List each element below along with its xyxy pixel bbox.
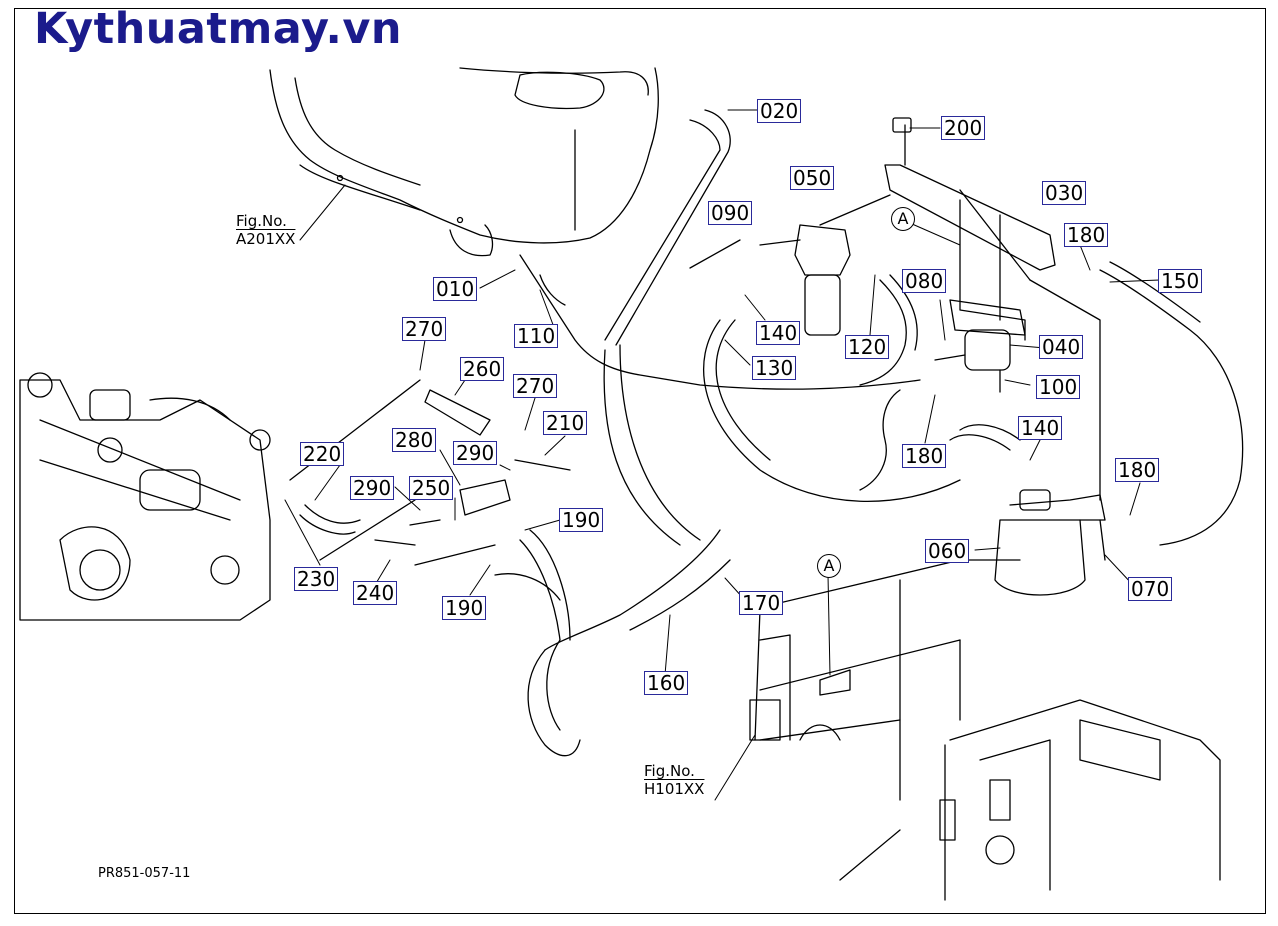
part-label-150[interactable]: 150 <box>1158 269 1203 293</box>
fuel-pump-drawing <box>934 329 1011 393</box>
site-watermark-brand: Kythuatmay.vn <box>34 4 403 54</box>
part-label-180-c[interactable]: 180 <box>1115 458 1160 482</box>
chassis-frame-drawing <box>749 559 1221 901</box>
part-label-060[interactable]: 060 <box>925 539 970 563</box>
part-label-160[interactable]: 160 <box>644 671 689 695</box>
part-label-220[interactable]: 220 <box>300 442 345 466</box>
part-label-250[interactable]: 250 <box>409 476 454 500</box>
part-label-130[interactable]: 130 <box>752 356 797 380</box>
reference-fuel-tank: Fig.No. A201XX <box>236 212 296 248</box>
fuel-hoses-drawing <box>494 109 1244 757</box>
fuel-tank-drawing <box>269 67 659 257</box>
part-label-070[interactable]: 070 <box>1128 577 1173 601</box>
part-label-170[interactable]: 170 <box>739 591 784 615</box>
part-label-290-b[interactable]: 290 <box>350 476 395 500</box>
oil-filter-drawing <box>994 489 1106 596</box>
part-label-280[interactable]: 280 <box>392 428 437 452</box>
part-label-140[interactable]: 140 <box>756 321 801 345</box>
view-marker-a-bottom: A <box>817 554 841 578</box>
part-label-080[interactable]: 080 <box>902 269 947 293</box>
part-label-180[interactable]: 180 <box>1064 223 1109 247</box>
part-label-270-b[interactable]: 270 <box>513 374 558 398</box>
part-label-120[interactable]: 120 <box>845 335 890 359</box>
leader-lines <box>284 109 1161 801</box>
part-label-090[interactable]: 090 <box>708 201 753 225</box>
part-label-260[interactable]: 260 <box>460 357 505 381</box>
part-label-230[interactable]: 230 <box>294 567 339 591</box>
part-label-040[interactable]: 040 <box>1039 335 1084 359</box>
drawing-code: PR851-057-11 <box>98 866 191 881</box>
part-label-010[interactable]: 010 <box>433 277 478 301</box>
part-label-180-b[interactable]: 180 <box>902 444 947 468</box>
part-label-050[interactable]: 050 <box>790 166 835 190</box>
part-label-210[interactable]: 210 <box>543 411 588 435</box>
hose-fittings-drawing <box>289 379 571 566</box>
part-label-020[interactable]: 020 <box>757 99 802 123</box>
part-label-200[interactable]: 200 <box>941 116 986 140</box>
part-label-110[interactable]: 110 <box>514 324 559 348</box>
reference-frame: Fig.No. H101XX <box>644 762 705 798</box>
part-label-270[interactable]: 270 <box>402 317 447 341</box>
part-label-240[interactable]: 240 <box>353 581 398 605</box>
drawing-frame <box>14 8 1266 914</box>
part-label-190-b[interactable]: 190 <box>442 596 487 620</box>
view-marker-a-top: A <box>891 207 915 231</box>
part-label-190[interactable]: 190 <box>559 508 604 532</box>
bracket-drawing <box>884 117 1056 341</box>
engine-drawing <box>19 372 271 621</box>
part-label-100[interactable]: 100 <box>1036 375 1081 399</box>
part-label-290[interactable]: 290 <box>453 441 498 465</box>
part-label-030[interactable]: 030 <box>1042 181 1087 205</box>
part-label-140-b[interactable]: 140 <box>1018 416 1063 440</box>
fuel-filter-drawing <box>689 194 891 336</box>
